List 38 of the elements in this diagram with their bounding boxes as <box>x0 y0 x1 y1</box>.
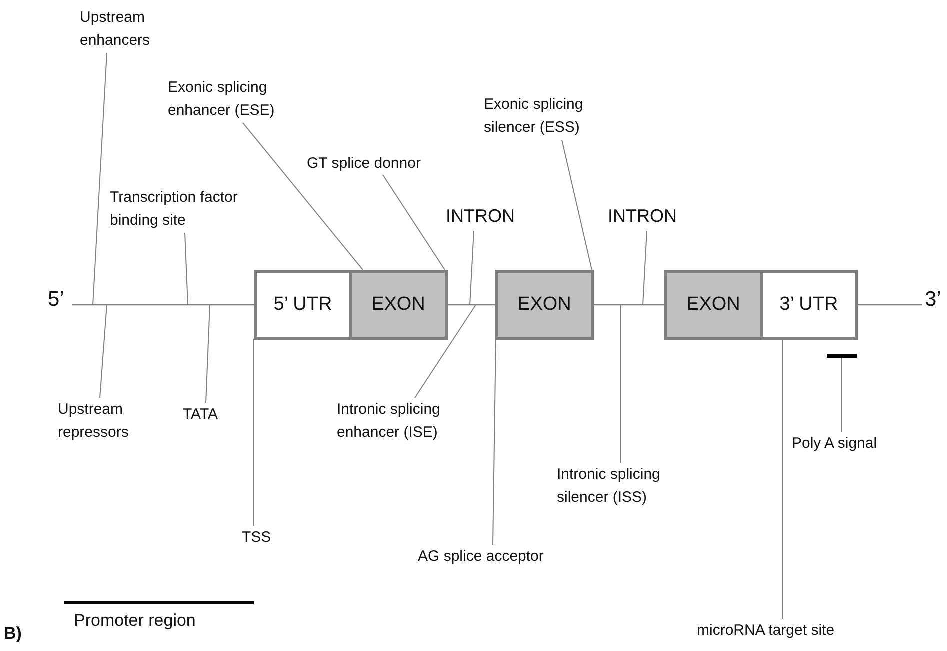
bar-mark <box>827 354 857 358</box>
callout-label: Upstream repressors <box>58 398 158 444</box>
leader-line <box>382 174 446 270</box>
leader-line <box>562 140 592 270</box>
strand-end-label: 3’ <box>925 288 942 312</box>
leader-line <box>470 230 474 306</box>
callout-label: Upstream enhancers <box>80 6 175 52</box>
leader-line <box>642 230 648 306</box>
callout-label: GT splice donnor <box>307 152 421 176</box>
callout-label: AG splice acceptor <box>418 545 544 568</box>
leader-line <box>92 52 108 306</box>
strand-end-label: 5’ <box>48 288 64 312</box>
utr-box: 5’ UTR <box>254 270 352 340</box>
leader-line <box>620 304 622 464</box>
leader-line <box>242 122 364 270</box>
panel-label: B) <box>4 624 22 644</box>
leader-line <box>206 304 210 404</box>
exon-box: EXON <box>349 270 448 340</box>
callout-label: TSS <box>242 526 272 550</box>
region-label: INTRON <box>446 203 515 231</box>
region-label: INTRON <box>608 203 677 231</box>
callout-label: Intronic splicing silencer (ISS) <box>557 463 707 510</box>
callout-label: Exonic splicing enhancer (ESE) <box>168 76 308 122</box>
callout-label: Exonic splicing silencer (ESS) <box>484 93 619 140</box>
callout-label: Transcription factor binding site <box>110 186 260 232</box>
callout-label: TATA <box>183 403 218 426</box>
callout-label: microRNA target site <box>697 619 835 642</box>
leader-line <box>782 338 784 620</box>
callout-label: Intronic splicing enhancer (ISE) <box>337 398 487 444</box>
leader-line <box>184 232 188 306</box>
exon-box: EXON <box>495 270 594 340</box>
leader-line <box>492 338 496 546</box>
leader-line <box>414 304 476 398</box>
callout-label: Poly A signal <box>792 432 878 456</box>
leader-line <box>100 304 108 398</box>
exon-box: EXON <box>664 270 763 340</box>
region-label: Promoter region <box>74 611 196 631</box>
utr-box: 3’ UTR <box>760 270 858 340</box>
